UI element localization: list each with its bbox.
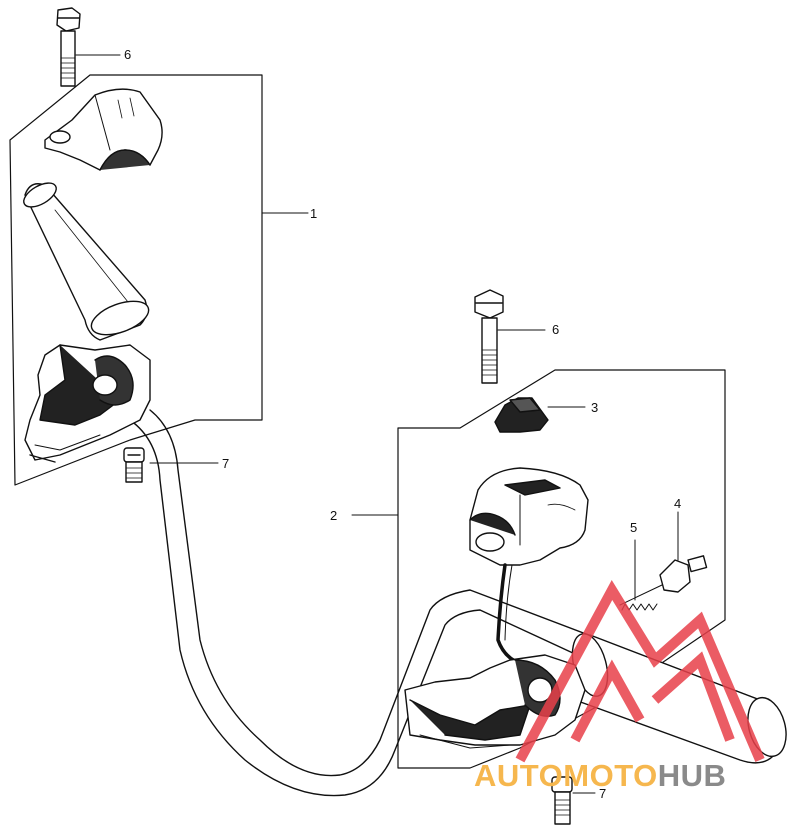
left-upper-clamp	[44, 88, 163, 171]
callout-7-right: 7	[599, 786, 607, 801]
watermark-part2: HUB	[657, 758, 727, 793]
callout-2: 2	[330, 508, 338, 523]
screw-7-right	[551, 776, 573, 825]
callout-1: 1	[310, 206, 318, 221]
right-lower-housing	[404, 654, 586, 749]
bolt-6-left	[56, 7, 81, 87]
screw-7-left	[123, 447, 145, 483]
callout-6-right: 6	[552, 322, 560, 337]
left-grip	[23, 182, 150, 341]
callout-5: 5	[630, 520, 638, 535]
group-1-boundary	[9, 74, 263, 486]
switch-button-3	[494, 397, 549, 433]
watermark-text: AUTOMOTOHUB	[474, 760, 726, 791]
left-lower-switch-housing	[24, 344, 151, 463]
adjuster-screw-4	[619, 555, 708, 606]
callout-7-left: 7	[222, 456, 230, 471]
callout-6-left: 6	[124, 47, 132, 62]
bolt-6-right	[474, 289, 504, 384]
callout-3: 3	[591, 400, 599, 415]
watermark-part1: AUTOMOTO	[474, 758, 658, 793]
switch-cable	[496, 563, 527, 667]
right-upper-housing	[469, 467, 589, 566]
handlebar-tube	[129, 409, 761, 797]
watermark-logo	[515, 580, 765, 763]
callout-4: 4	[674, 496, 682, 511]
